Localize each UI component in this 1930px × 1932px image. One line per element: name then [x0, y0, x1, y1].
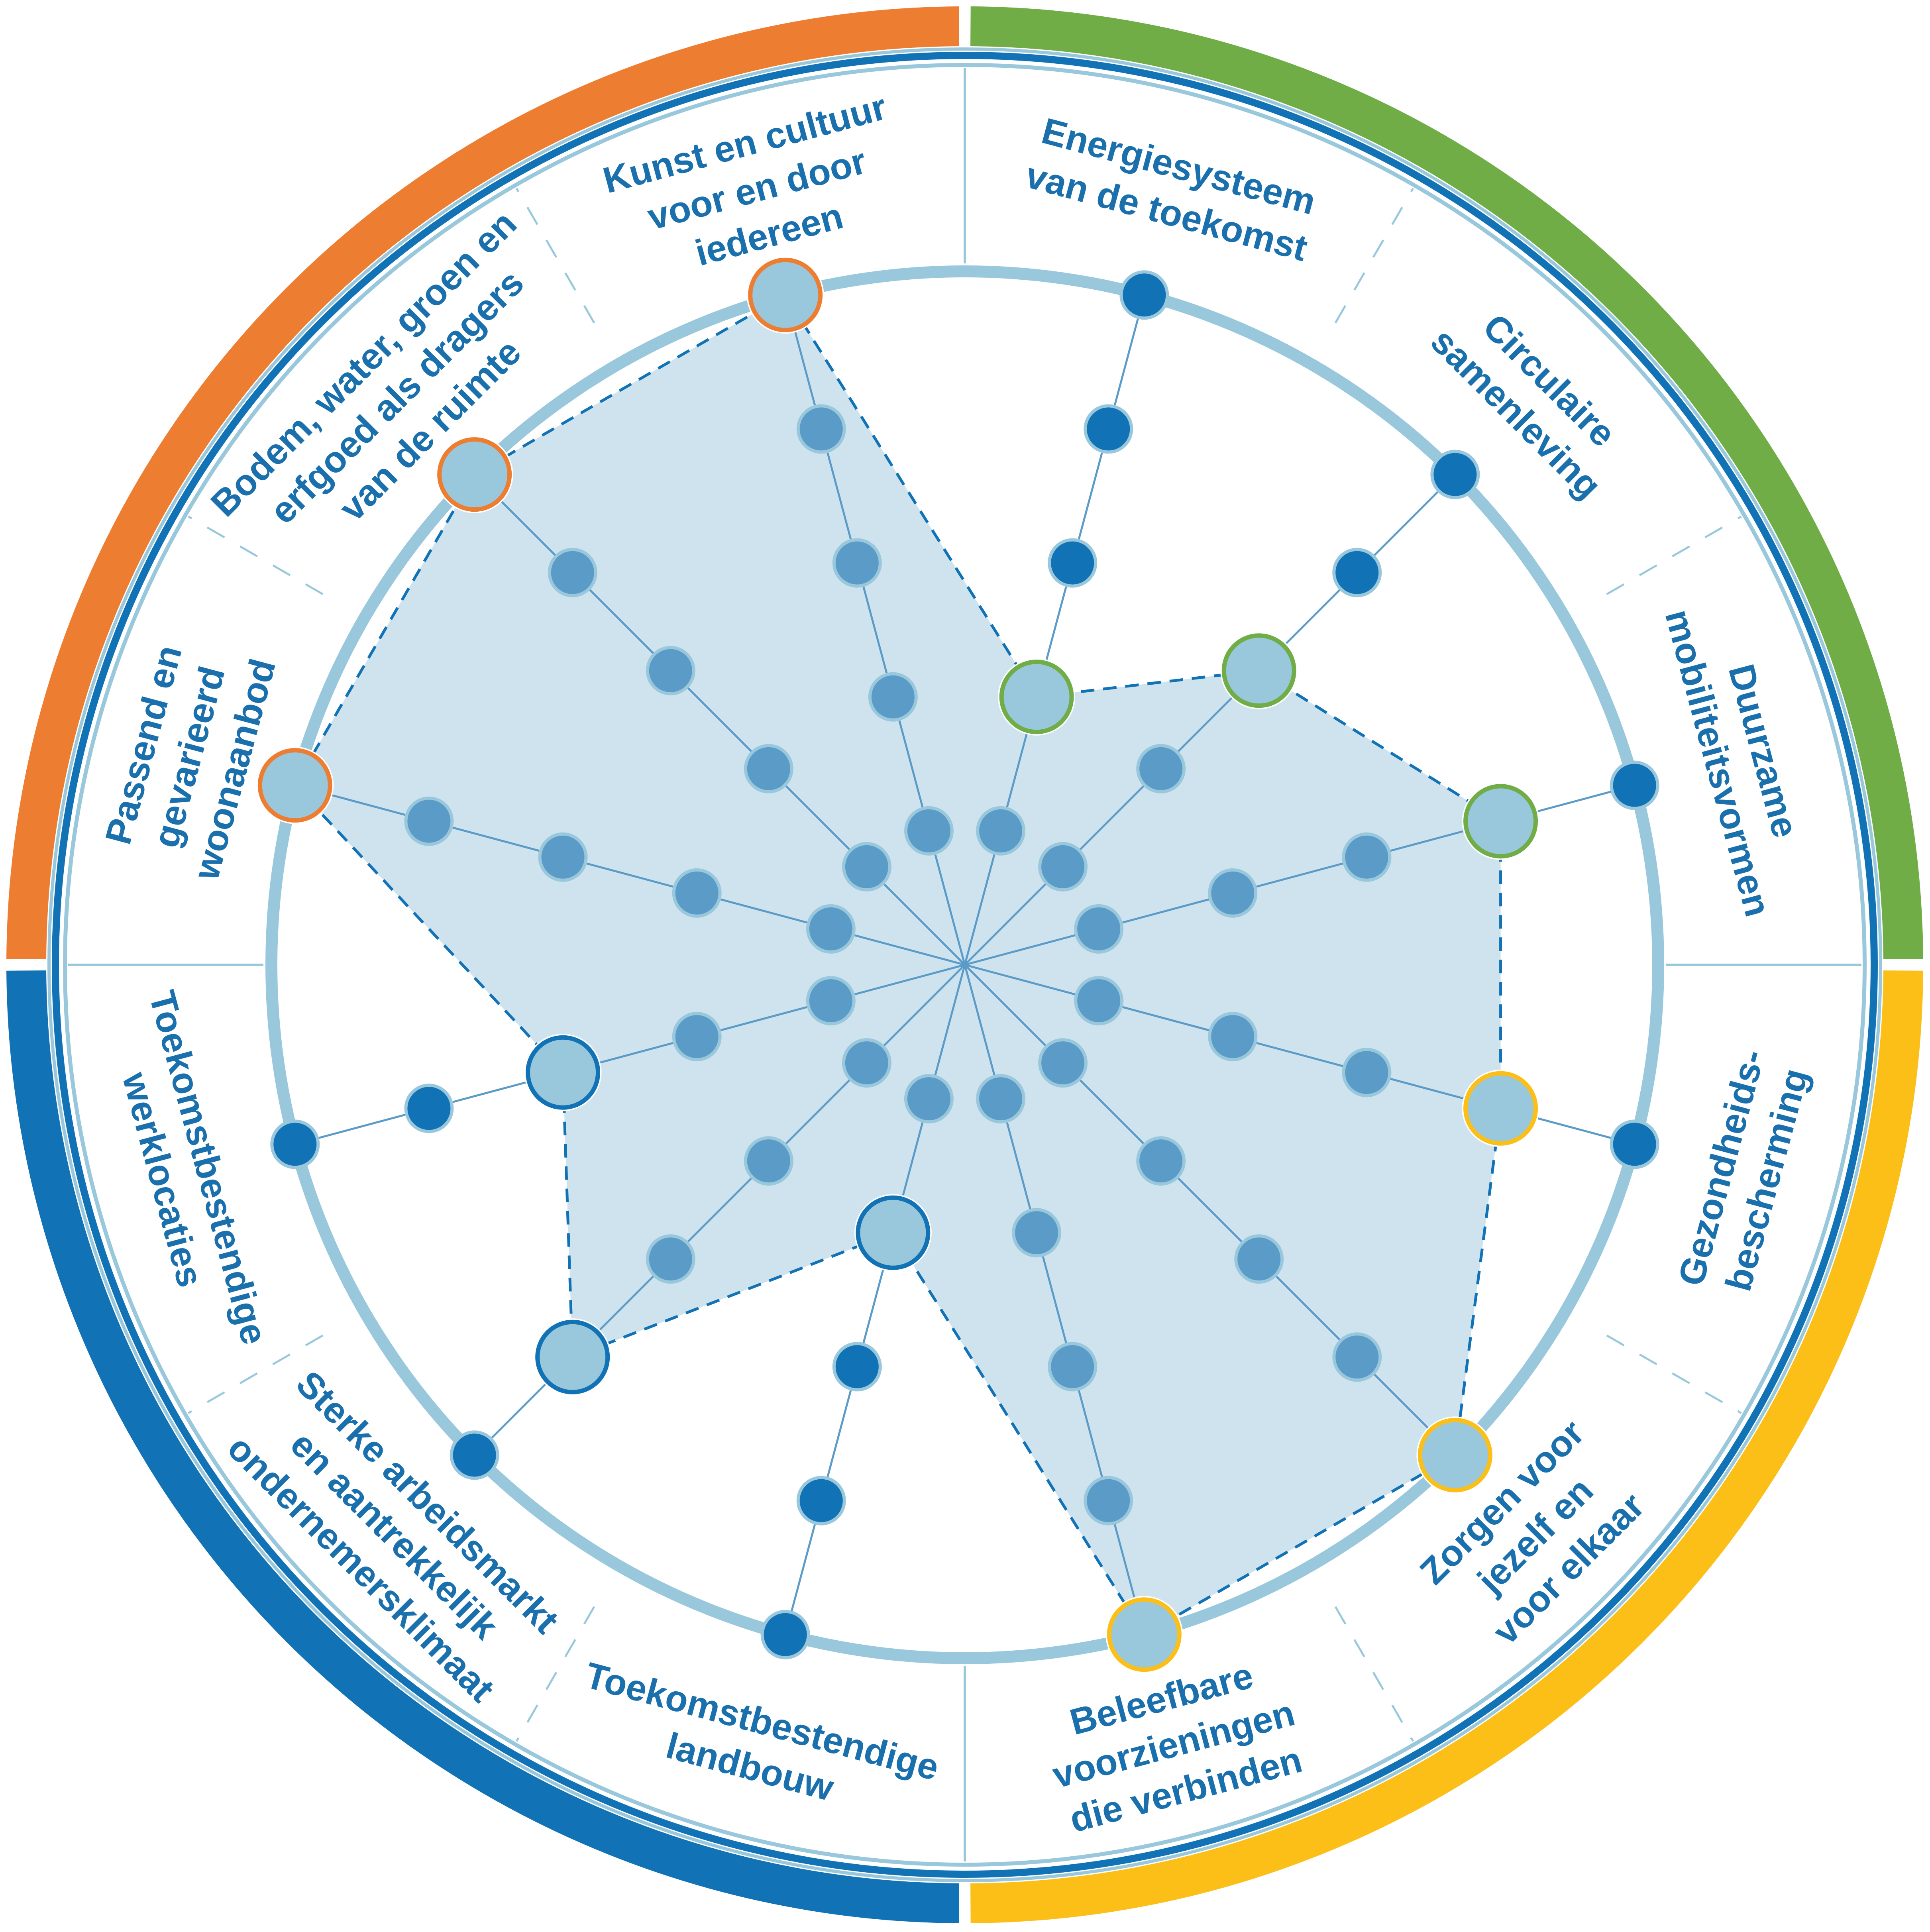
scale-dot [1234, 1234, 1284, 1284]
scale-dot [1342, 1048, 1392, 1098]
scale-dot [976, 1074, 1026, 1124]
scale-dot [868, 672, 918, 722]
scale-dot [1084, 1476, 1133, 1526]
quadrant-arc-yellow [970, 970, 1923, 1923]
scale-dot [1012, 1208, 1062, 1258]
score-dot [748, 257, 823, 332]
scale-dot [1136, 1136, 1186, 1186]
quadrant-arc-green [970, 6, 1923, 959]
potential-dot [1119, 270, 1169, 320]
potential-dot [1084, 404, 1133, 454]
max-scale-circle [265, 265, 1664, 1664]
scale-dot [904, 806, 954, 856]
scale-dot [904, 1074, 954, 1124]
blue-ring [52, 52, 1878, 1878]
sector-divider [515, 188, 595, 324]
score-dot [526, 1035, 601, 1110]
score-dot [999, 660, 1074, 734]
sector-divider [1334, 188, 1414, 324]
sector-divider [188, 515, 324, 595]
scale-dot [1208, 868, 1258, 918]
scale-dot [1332, 1332, 1382, 1382]
potential-dot [1332, 548, 1382, 597]
sector-dividers [68, 68, 1861, 1861]
scale-dot [796, 404, 846, 454]
sector-divider [188, 1334, 324, 1414]
scale-dot [538, 832, 588, 882]
score-dot [535, 1319, 610, 1394]
score-dots [256, 256, 1659, 1673]
score-dot [1221, 633, 1296, 708]
scale-dot [1038, 842, 1088, 891]
scale-dot [672, 1012, 722, 1062]
scale-dot [744, 1136, 793, 1186]
scale-dot [548, 548, 597, 597]
score-dot [257, 748, 332, 823]
score-dot [856, 1195, 931, 1270]
scale-dot [806, 976, 856, 1026]
scale-dot [744, 744, 793, 793]
quadrant-arc-orange [6, 6, 959, 959]
scale-dot [404, 796, 454, 846]
scale-dot [976, 806, 1026, 856]
sector-divider [1606, 1334, 1742, 1414]
scale-circle [265, 265, 1664, 1664]
sector-divider [515, 1606, 595, 1742]
potential-dot [1610, 1119, 1659, 1169]
scale-dot [842, 1038, 891, 1088]
potential-dot [1048, 538, 1098, 588]
scale-dot [1038, 1038, 1088, 1088]
score-dot [437, 437, 512, 512]
quadrant-arcs [6, 6, 1923, 1923]
scale-dot [806, 904, 856, 954]
quadrant-arc-blue [6, 970, 959, 1923]
scale-dot [1342, 832, 1392, 882]
sector-divider [1334, 1606, 1414, 1742]
thin-ring-outer [47, 47, 1882, 1882]
scale-dot [1136, 744, 1186, 793]
potential-dot [1430, 450, 1480, 499]
potential-dot [270, 1119, 320, 1169]
scale-dot [672, 868, 722, 918]
score-dot [1463, 784, 1538, 859]
scale-dot [1074, 976, 1124, 1026]
score-dot [1463, 1071, 1538, 1146]
potential-dot [832, 1342, 882, 1392]
scale-dot [1208, 1012, 1258, 1062]
thin-ring-inner [63, 63, 1867, 1867]
scale-dot [646, 1234, 695, 1284]
score-dot [1418, 1418, 1492, 1492]
scale-dot [842, 842, 891, 891]
scale-dot [832, 538, 882, 588]
sector-divider [1606, 515, 1742, 595]
score-dot [1107, 1597, 1182, 1672]
scale-dot [1074, 904, 1124, 954]
scale-dot [646, 646, 695, 695]
potential-dot [760, 1610, 810, 1659]
potential-dot [404, 1084, 454, 1133]
potential-dot [450, 1430, 499, 1480]
potential-dot [796, 1476, 846, 1526]
potential-dot [1610, 760, 1659, 810]
scale-dot [1048, 1342, 1098, 1392]
